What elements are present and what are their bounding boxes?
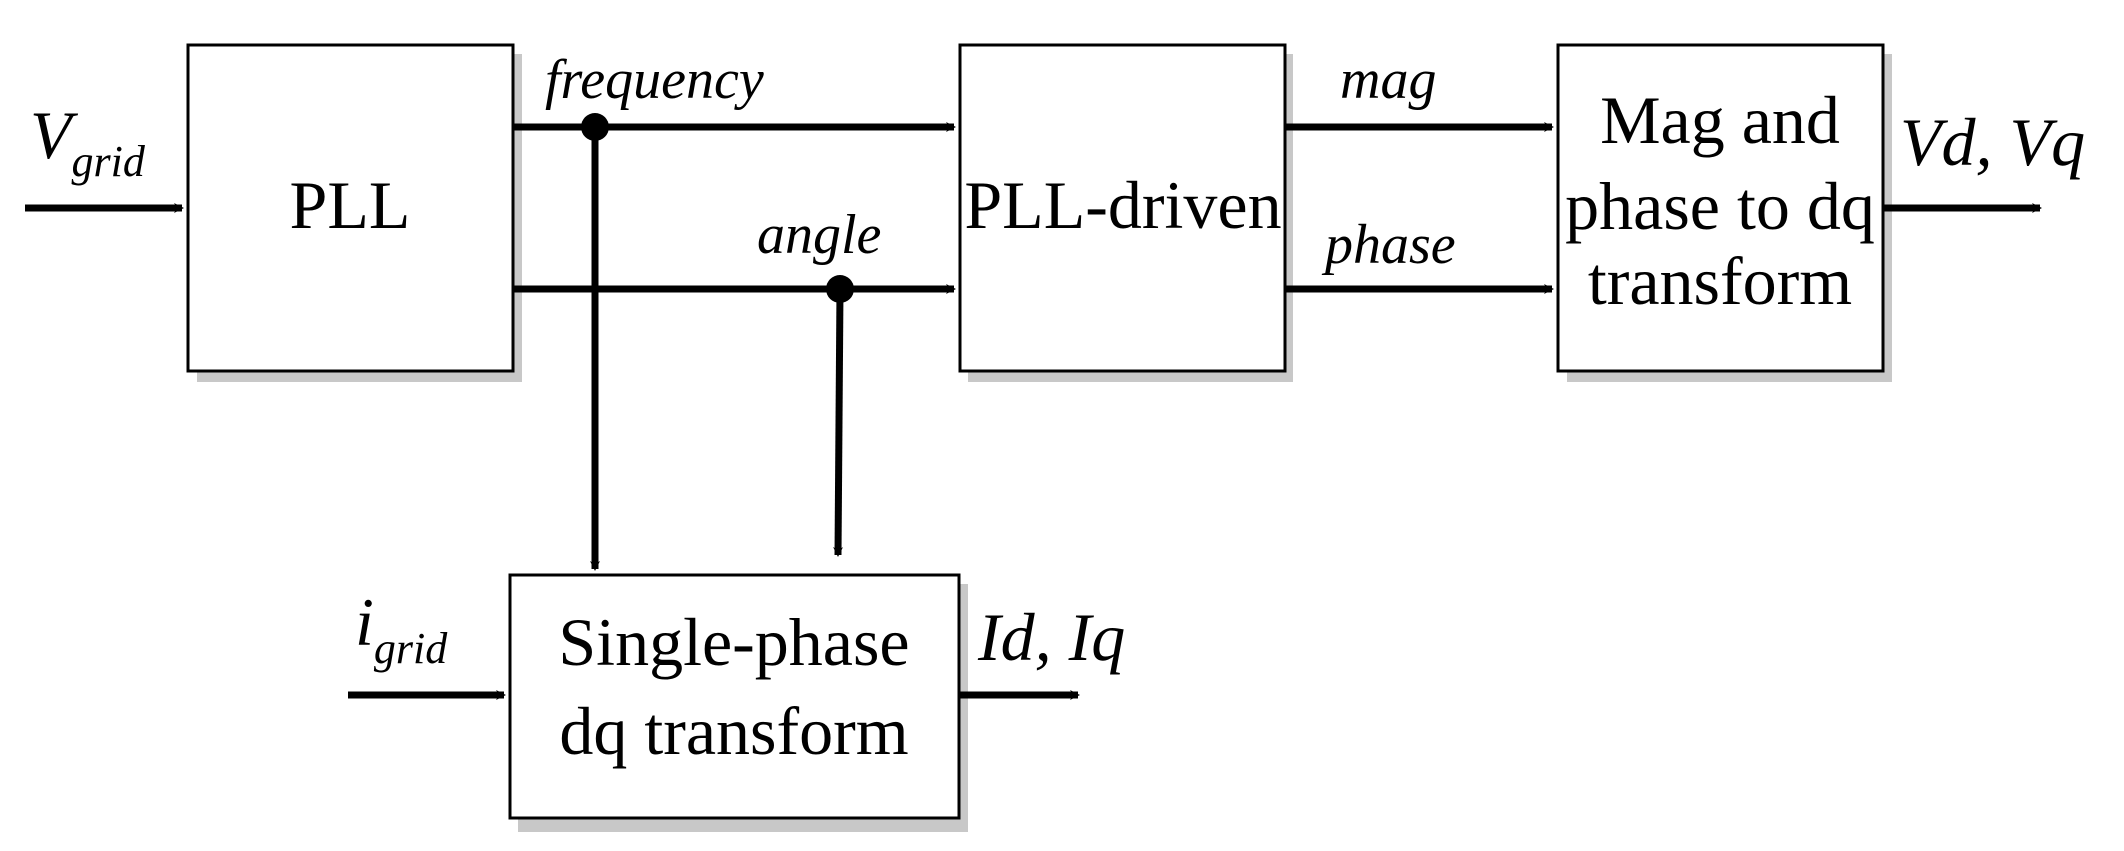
mag-phase-dq-block: Mag and phase to dq transform [1556, 43, 1892, 382]
pll-block: PLL [186, 43, 522, 382]
vgrid-label: Vgrid [30, 97, 146, 186]
pll-label: PLL [290, 167, 411, 243]
mag-phase-dq-label-line3: transform [1588, 243, 1852, 319]
idiq-label: Id, Iq [977, 599, 1125, 675]
vdvq-label: Vd, Vq [1900, 104, 2085, 180]
angle-junction [826, 275, 854, 303]
single-phase-dq-label-line2: dq transform [559, 693, 908, 769]
frequency-junction [581, 113, 609, 141]
mag-label: mag [1340, 49, 1436, 111]
single-phase-dq-label-line1: Single-phase [558, 604, 909, 680]
frequency-label: frequency [545, 49, 764, 111]
angle-label: angle [757, 204, 881, 266]
igrid-label: igrid [355, 584, 448, 673]
phase-label: phase [1321, 214, 1456, 276]
mag-phase-dq-label-line2: phase to dq [1565, 168, 1875, 244]
pll-driven-label: PLL-driven [964, 167, 1281, 243]
mag-phase-dq-label-line1: Mag and [1600, 82, 1840, 158]
single-phase-dq-block: Single-phase dq transform [508, 573, 968, 832]
angle-branch-arrow [833, 288, 844, 557]
pll-driven-block: PLL-driven [958, 43, 1293, 382]
